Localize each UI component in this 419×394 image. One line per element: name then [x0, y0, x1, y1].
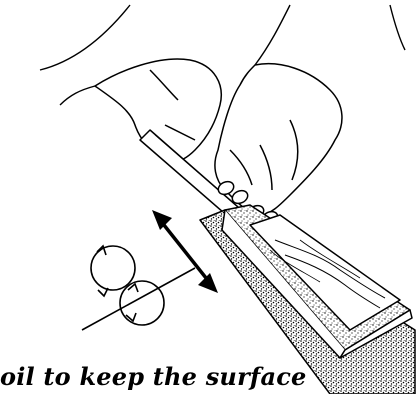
right-hand — [215, 64, 342, 227]
caption-text: oil to keep the surface — [0, 360, 300, 394]
figure-eight-motion-icon — [82, 246, 195, 330]
sleeve-right — [255, 5, 405, 65]
